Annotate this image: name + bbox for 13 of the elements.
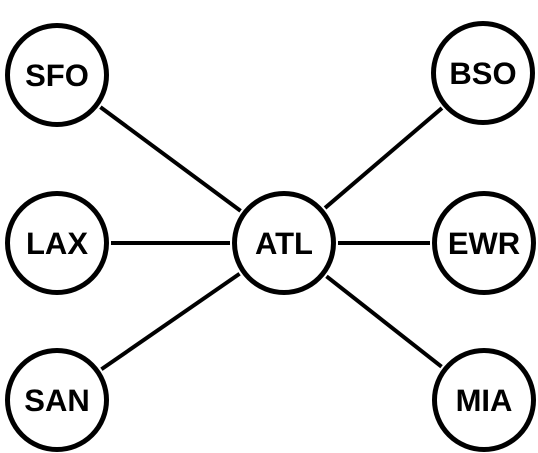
airport-code: SFO — [25, 60, 89, 90]
airport-code: BSO — [449, 58, 517, 88]
connector-line — [100, 272, 241, 371]
connector-line — [338, 241, 430, 245]
airport-code: SAN — [24, 384, 90, 416]
airport-code: EWR — [448, 228, 520, 258]
airport-code: LAX — [26, 228, 88, 258]
connector-line — [325, 274, 443, 368]
airport-code: ATL — [255, 228, 313, 258]
connector-line — [111, 241, 230, 245]
connector-line — [324, 106, 444, 210]
airport-code: MIA — [456, 384, 512, 416]
connector-line — [99, 106, 242, 212]
